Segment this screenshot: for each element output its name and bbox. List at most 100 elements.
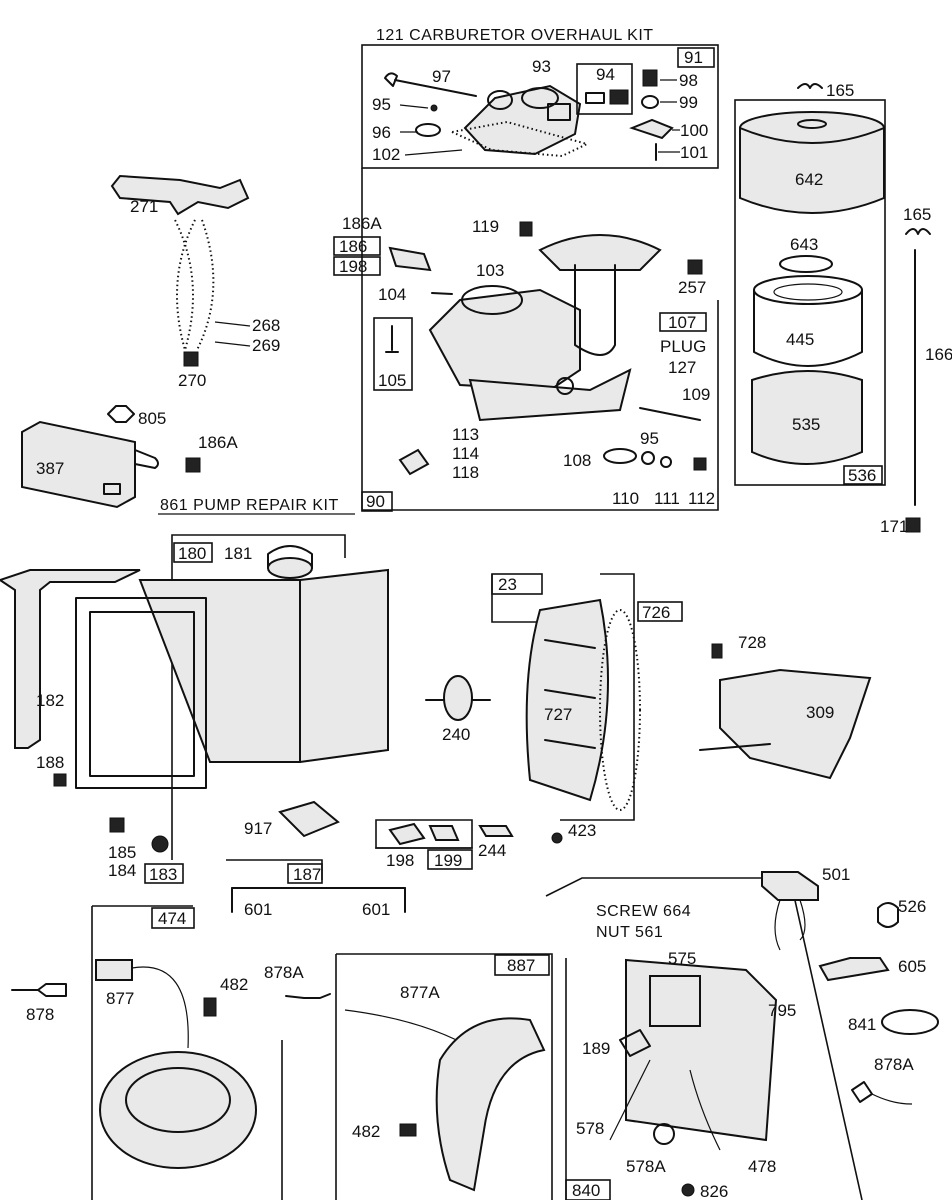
label-103: 103 — [476, 261, 504, 280]
part-carburetor-body — [428, 234, 662, 422]
label-387: 387 — [36, 459, 64, 478]
part-268-link — [174, 219, 196, 354]
label-423: 423 — [568, 821, 596, 840]
part-98-screw — [642, 69, 658, 87]
kit-474-outline — [91, 905, 283, 1200]
kit-474-box — [151, 907, 195, 929]
kit-187-box — [287, 863, 323, 884]
label-878: 878 — [26, 1005, 54, 1024]
label-105: 105 — [378, 371, 406, 390]
fuel-tank-group: 180 181 182 188 185 184 183 917 — [0, 534, 389, 884]
label-187: 187 — [293, 865, 321, 884]
part-878-connector — [11, 983, 67, 997]
label-100: 100 — [680, 121, 708, 140]
label-109: 109 — [682, 385, 710, 404]
part-257-screw — [687, 259, 703, 275]
kit-199-box — [427, 849, 473, 870]
part-184-screw — [151, 835, 169, 853]
label-268: 268 — [252, 316, 280, 335]
part-271-lever — [110, 174, 250, 216]
label-578: 578 — [576, 1119, 604, 1138]
part-186A-fitting — [185, 457, 201, 473]
label-270: 270 — [178, 371, 206, 390]
label-841: 841 — [848, 1015, 876, 1034]
label-917: 917 — [244, 819, 272, 838]
label-878A-right: 878A — [874, 1055, 914, 1074]
part-270-nut — [183, 351, 199, 367]
label-244: 244 — [478, 841, 506, 860]
label-171: 171 — [880, 517, 908, 536]
kit-840-outline — [545, 877, 863, 1200]
part-99-spring — [641, 95, 659, 109]
part-186-fitting — [388, 246, 432, 272]
label-478: 478 — [748, 1157, 776, 1176]
kit-23-box — [491, 573, 543, 595]
part-535-pre-cleaner — [751, 370, 863, 465]
label-309: 309 — [806, 703, 834, 722]
part-877-plug — [95, 959, 133, 981]
label-575: 575 — [668, 949, 696, 968]
label-183: 183 — [149, 865, 177, 884]
label-877: 877 — [106, 989, 134, 1008]
fuel-pump-group: 805 387 186A 861 PUMP REPAIR KIT — [21, 405, 355, 515]
kit-726-box — [637, 601, 683, 622]
kit-90-box — [361, 491, 393, 512]
label-535: 535 — [792, 415, 820, 434]
governor-link-group: 271 268 269 270 — [110, 174, 280, 390]
part-198-fitting-lower — [388, 822, 460, 846]
tank-kit-180-outline — [171, 534, 346, 860]
part-887-stator — [435, 1017, 546, 1192]
part-104-pin — [431, 292, 453, 295]
kit-91-box — [677, 47, 715, 68]
label-601-right: 601 — [362, 900, 390, 919]
label-111: 111 — [654, 489, 680, 508]
label-728: 728 — [738, 633, 766, 652]
label-199: 199 — [434, 851, 462, 870]
label-840: 840 — [572, 1181, 600, 1200]
part-526-screw — [877, 902, 899, 928]
part-171-nut — [905, 517, 921, 533]
part-805-nut — [107, 405, 135, 423]
part-solenoid — [649, 975, 701, 1027]
label-182: 182 — [36, 691, 64, 710]
label-97: 97 — [432, 67, 451, 86]
part-423-screw — [551, 832, 563, 844]
label-642: 642 — [795, 170, 823, 189]
label-95: 95 — [372, 95, 391, 114]
carburetor-kit-group: 121 CARBURETOR OVERHAUL KIT 91 97 93 94 … — [361, 27, 719, 169]
part-445-filter-element — [753, 275, 863, 367]
label-526: 526 — [898, 897, 926, 916]
part-102-gasket — [448, 120, 590, 158]
label-113: 113 — [452, 425, 479, 444]
label-185: 185 — [108, 843, 136, 862]
part-244-fitting — [478, 825, 514, 837]
kit-198-199-outline — [375, 819, 473, 849]
part-841-clamp — [881, 1009, 939, 1035]
part-119-screw — [519, 221, 533, 237]
label-90: 90 — [366, 492, 385, 511]
kit-536-box — [843, 465, 883, 485]
part-185-nut — [109, 817, 125, 833]
label-257: 257 — [678, 278, 706, 297]
label-91: 91 — [684, 48, 703, 67]
label-95-lower: 95 — [640, 429, 659, 448]
label-186: 186 — [339, 237, 367, 256]
kit-180-box — [173, 542, 213, 563]
part-917-clip — [278, 800, 340, 838]
part-105-needle — [385, 325, 399, 353]
label-186A-pump: 186A — [198, 433, 238, 452]
label-188: 188 — [36, 753, 64, 772]
kit-840-box — [565, 1179, 611, 1200]
solenoid-panel-group: SCREW 664 NUT 561 575 795 189 578 578A 4… — [545, 877, 863, 1200]
alternator-474-group: 474 878 877 482 — [11, 905, 283, 1200]
label-605: 605 — [898, 957, 926, 976]
part-605-clip — [818, 957, 890, 982]
carburetor-kit-box — [361, 44, 719, 169]
label-108: 108 — [563, 451, 591, 470]
label-165-top: 165 — [826, 81, 854, 100]
part-240-filter — [425, 675, 491, 721]
kit-186-box — [333, 236, 381, 256]
label-877A: 877A — [400, 983, 440, 1002]
label-445: 445 — [786, 330, 814, 349]
